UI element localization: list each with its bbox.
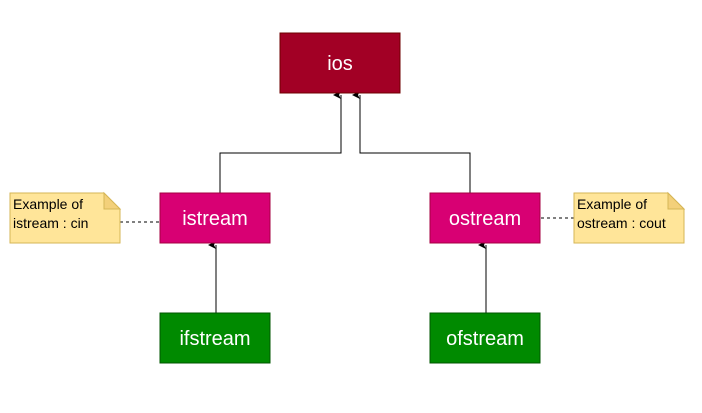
- node-ofstream[interactable]: ofstream: [429, 312, 541, 364]
- node-istream-label: istream: [182, 208, 248, 230]
- note-istream-line1: Example of: [13, 196, 83, 212]
- node-ios-label: ios: [327, 53, 353, 75]
- note-istream-body: [9, 192, 121, 244]
- note-istream-line2: istream : cin: [13, 215, 88, 231]
- note-istream[interactable]: Example of istream : cin: [9, 191, 122, 244]
- edges: [120, 91, 576, 313]
- node-ofstream-box: [429, 312, 541, 364]
- node-ostream-box: [429, 192, 541, 244]
- node-ifstream-label: ifstream: [179, 328, 250, 350]
- node-istream-box: [159, 192, 271, 244]
- edge-ostream-to-ios: [352, 91, 471, 193]
- node-ifstream-box: [159, 312, 271, 364]
- node-ios-box: [279, 32, 401, 94]
- note-ostream[interactable]: Example of ostream : cout: [573, 191, 686, 244]
- note-ostream-fold: [667, 191, 686, 210]
- note-ostream-line1: Example of: [577, 196, 647, 212]
- note-istream-fold: [103, 191, 122, 210]
- note-ostream-body: [573, 192, 685, 244]
- node-ifstream[interactable]: ifstream: [159, 312, 271, 364]
- node-istream[interactable]: istream: [159, 192, 271, 244]
- node-ostream-label: ostream: [449, 208, 521, 230]
- note-ostream-line2: ostream : cout: [577, 215, 666, 231]
- node-ostream[interactable]: ostream: [429, 192, 541, 244]
- node-ios[interactable]: ios: [279, 32, 401, 94]
- node-ofstream-label: ofstream: [446, 328, 524, 350]
- edge-istream-to-ios: [219, 91, 342, 193]
